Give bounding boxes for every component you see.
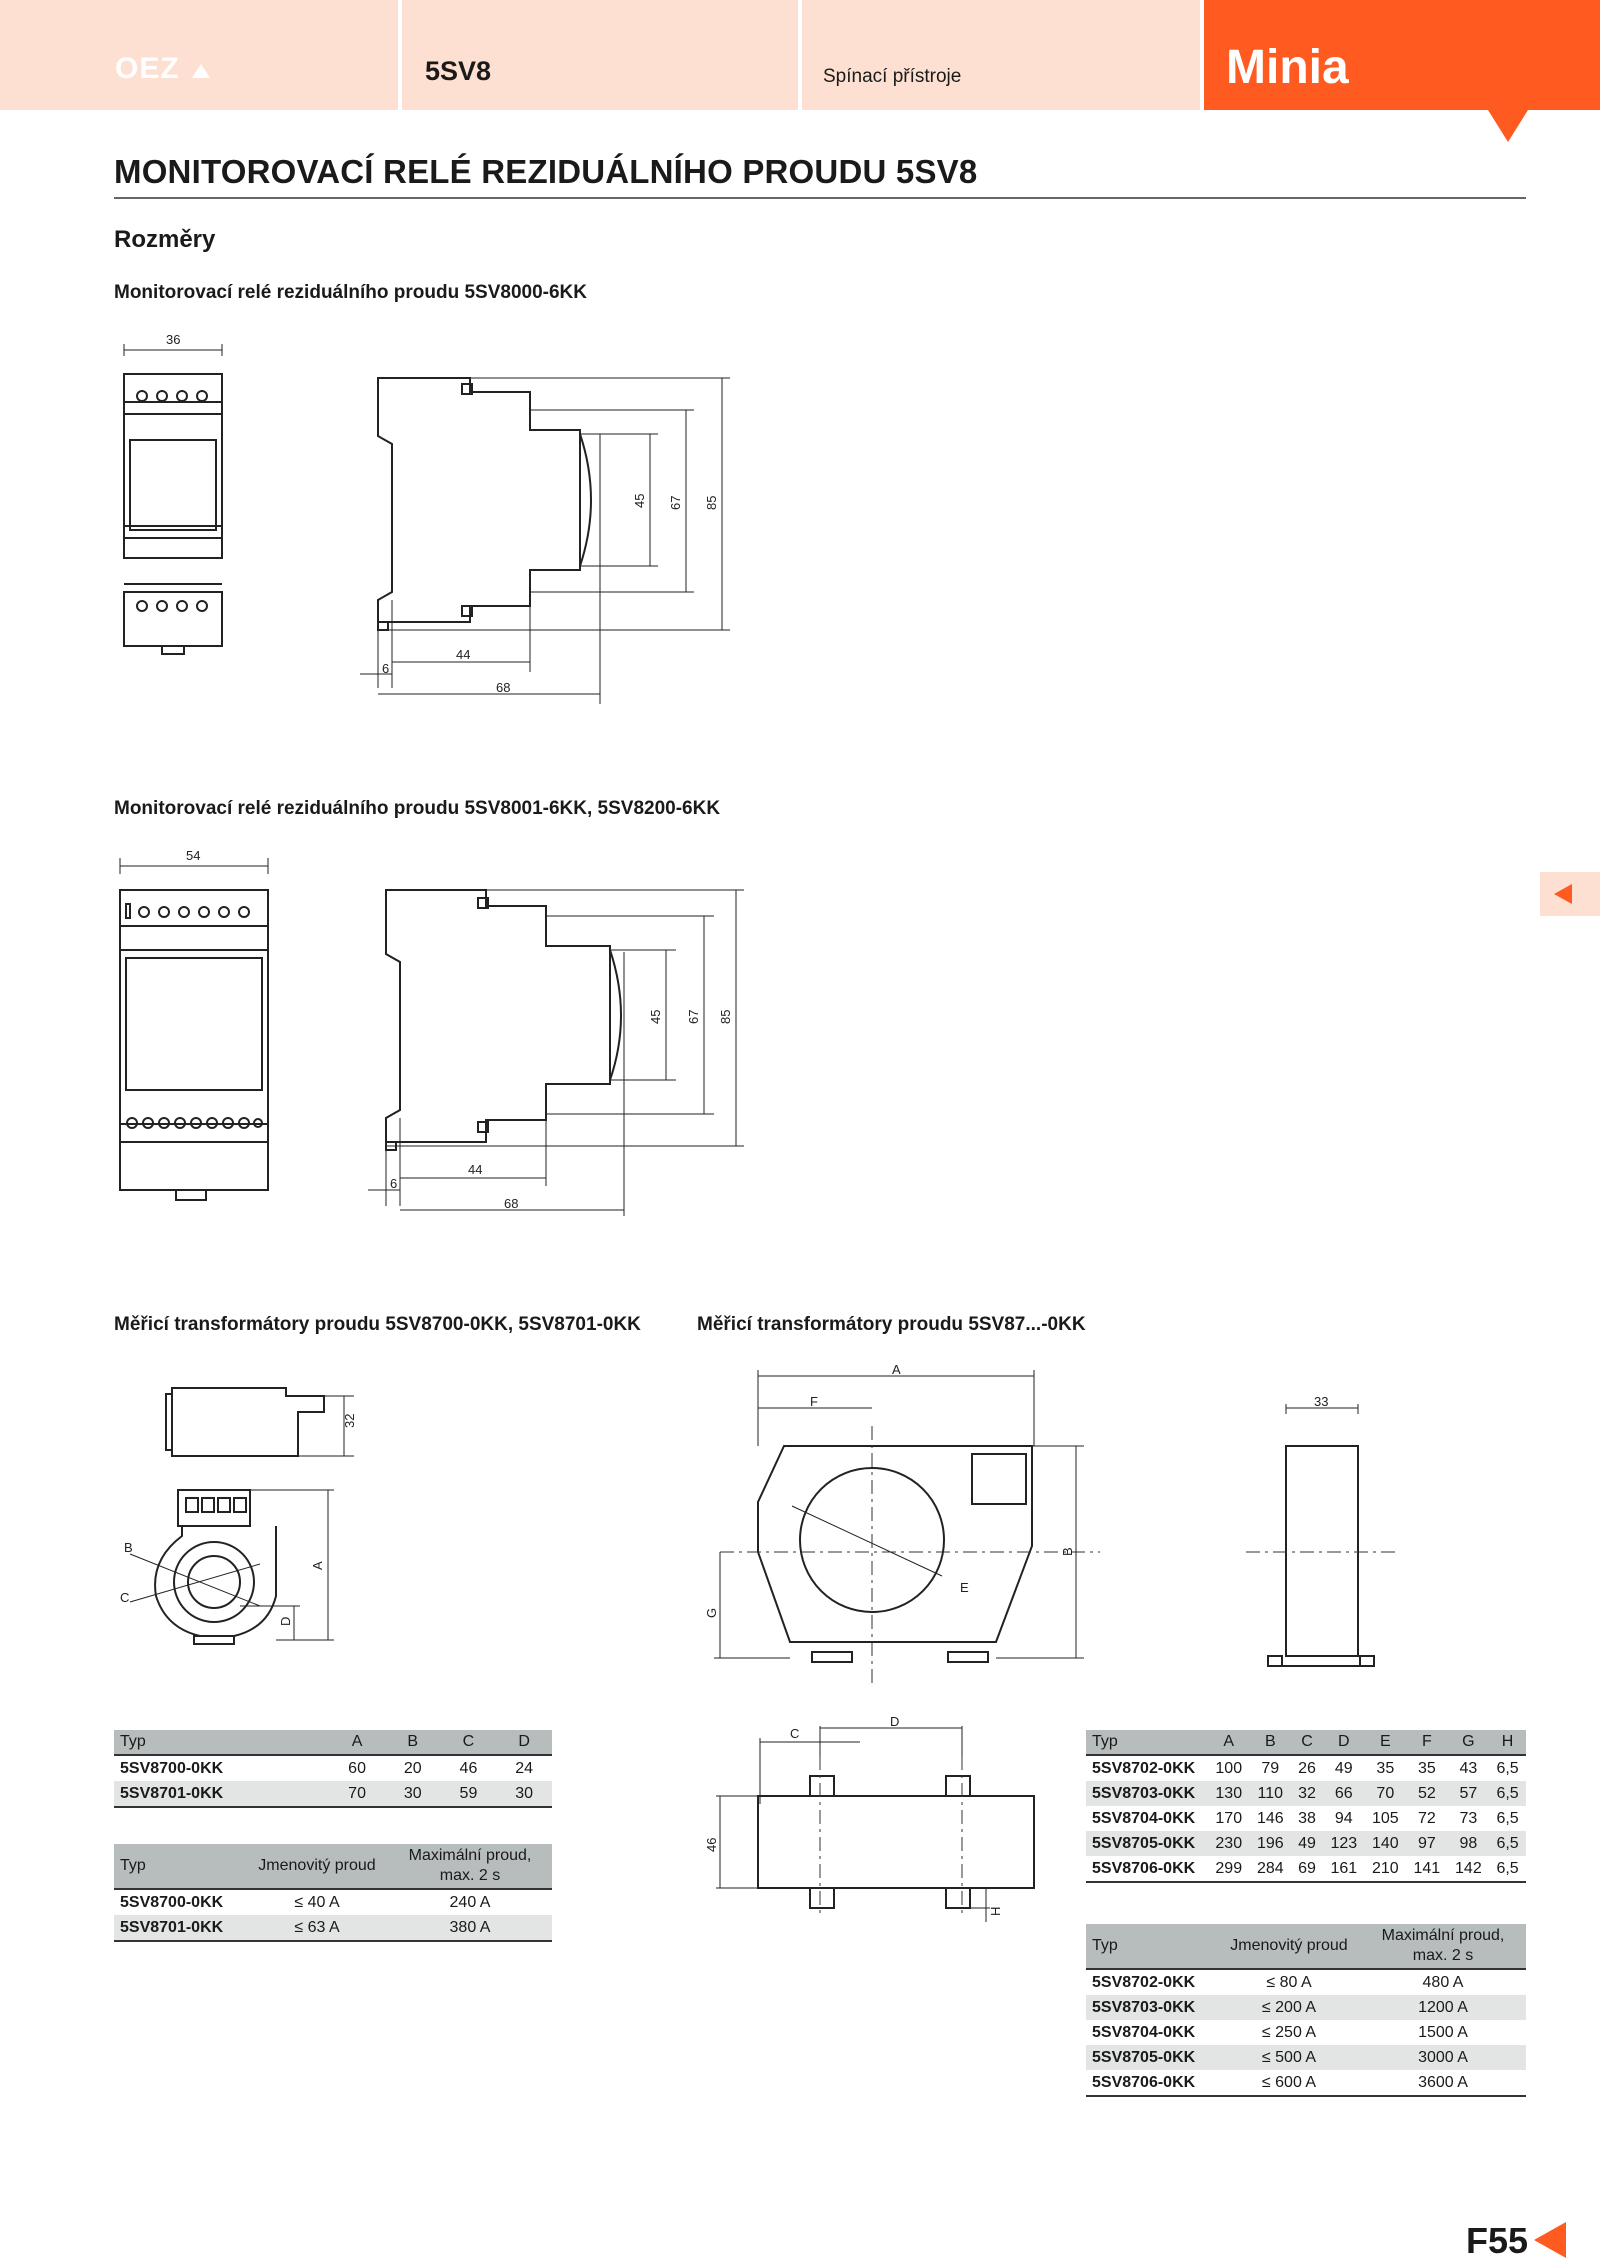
dim-d4-G: G: [704, 1608, 719, 1618]
dim-d2-67: 67: [686, 1010, 701, 1024]
table-row: 5SV8700-0KK 60 20 46 24: [120, 1759, 534, 1777]
dim-d4-33: 33: [1314, 1394, 1328, 1409]
table-header-row: Typ Jmenovitý proud Maximální proud, max…: [1086, 1924, 1526, 1970]
section-heading: Rozměry: [114, 226, 216, 253]
header-brand-cell: [1204, 0, 1600, 110]
header-series: 5SV8: [425, 56, 492, 86]
table-row: 5SV8702-0KK ≤ 80 A 480 A: [1092, 1973, 1464, 1991]
caption-drawing-2: Monitorovací relé reziduálního proudu 5S…: [114, 798, 721, 819]
page-header: OEZ 5SV8 Spínací přístroje Minia: [0, 0, 1600, 142]
dim-d1-67: 67: [668, 496, 683, 510]
oez-logo-triangle-icon: [192, 64, 210, 78]
drawing-5sv8000: 36 45 67 85 6 44 68: [123, 332, 730, 704]
header-series-cell: [402, 0, 798, 110]
caption-drawing-3: Měřicí transformátory proudu 5SV8700-0KK…: [114, 1314, 641, 1335]
dim-d1-width: 36: [166, 332, 180, 347]
side-tab-arrow-icon[interactable]: [1540, 872, 1600, 916]
drawing-5sv87-front: A F E B G 33: [704, 1362, 1400, 1686]
drawing-5sv87-bottom: C D 46 H: [704, 1714, 1035, 1922]
page-number: F55: [1466, 2220, 1529, 2261]
drawing-5sv8700-5sv8701: 32 A D B C: [120, 1387, 357, 1645]
table-header-row: Typ A B C D E F G H: [1086, 1730, 1526, 1756]
drawing-5sv8001-5sv8200: 54 45 67 85 6 44 68: [119, 848, 744, 1216]
oez-logo: OEZ: [115, 52, 180, 85]
dim-d1-45: 45: [632, 494, 647, 508]
table-row: 5SV8704-0KK ≤ 250 A 1500 A: [1092, 2023, 1468, 2041]
dim-d2-68: 68: [504, 1196, 518, 1211]
table-row: 5SV8705-0KK 230 196 49 123 140 97 98 6,5: [1086, 1831, 1526, 1856]
table-row: 5SV8703-0KK ≤ 200 A 1200 A: [1086, 1995, 1526, 2020]
dim-d4-C: C: [790, 1726, 799, 1741]
dim-d2-45: 45: [648, 1010, 663, 1024]
dim-d4-A: A: [892, 1362, 901, 1377]
caption-drawing-4: Měřicí transformátory proudu 5SV87...-0K…: [697, 1314, 1086, 1335]
table-header-row: Typ Jmenovitý proud Maximální proud, max…: [114, 1844, 552, 1890]
table-currents-5sv8700: Typ Jmenovitý proud Maximální proud, max…: [114, 1844, 552, 1942]
table-row: 5SV8701-0KK ≤ 63 A 380 A: [114, 1915, 552, 1942]
dim-d3-B: B: [124, 1540, 133, 1555]
page-title: MONITOROVACÍ RELÉ REZIDUÁLNÍHO PROUDU 5S…: [114, 153, 1526, 199]
header-logo-cell: [0, 0, 398, 110]
caption-drawing-1: Monitorovací relé reziduálního proudu 5S…: [114, 282, 587, 303]
brand-notch-icon: [1488, 110, 1528, 142]
table-row: 5SV8702-0KK 100 79 26 49 35 35 43 6,5: [1092, 1759, 1519, 1777]
dim-d1-68: 68: [496, 680, 510, 695]
dim-d4-H: H: [988, 1907, 1003, 1916]
dim-d2-6: 6: [390, 1176, 397, 1191]
dim-d2-85: 85: [718, 1010, 733, 1024]
dim-d3-32: 32: [342, 1414, 357, 1428]
table-header-row: Typ A B C D: [114, 1730, 552, 1756]
page-arrow-icon[interactable]: [1534, 2222, 1566, 2258]
header-category: Spínací přístroje: [823, 66, 962, 87]
dim-d4-B: B: [1060, 1547, 1075, 1556]
table-row: 5SV8706-0KK 299 284 69 161 210 141 142 6…: [1086, 1856, 1526, 1883]
dim-d1-6: 6: [382, 661, 389, 676]
dim-d4-F: F: [810, 1394, 818, 1409]
header-brand: Minia: [1226, 41, 1349, 94]
header-category-cell: [802, 0, 1200, 110]
table-row: 5SV8701-0KK 70 30 59 30: [114, 1781, 552, 1808]
dim-d4-E: E: [960, 1580, 969, 1595]
table-row: 5SV8705-0KK ≤ 500 A 3000 A: [1086, 2045, 1526, 2070]
dim-d1-85: 85: [704, 496, 719, 510]
dim-d4-46: 46: [704, 1838, 719, 1852]
table-row: 5SV8703-0KK 130 110 32 66 70 52 57 6,5: [1086, 1781, 1526, 1806]
dim-d4-D: D: [890, 1714, 899, 1729]
table-row: 5SV8704-0KK 170 146 38 94 105 72 73 6,5: [1092, 1809, 1519, 1827]
dim-d3-D: D: [278, 1617, 293, 1626]
table-row: 5SV8700-0KK ≤ 40 A 240 A: [120, 1893, 491, 1911]
table-dimensions-5sv87: Typ A B C D E F G H 5SV8702-0KK 100 79 2…: [1086, 1730, 1526, 1883]
dim-d3-A: A: [310, 1561, 325, 1570]
dim-d3-C: C: [120, 1590, 129, 1605]
dim-d2-width: 54: [186, 848, 200, 863]
dim-d2-44: 44: [468, 1162, 482, 1177]
table-row: 5SV8706-0KK ≤ 600 A 3600 A: [1086, 2070, 1526, 2097]
table-currents-5sv87: Typ Jmenovitý proud Maximální proud, max…: [1086, 1924, 1526, 2097]
table-dimensions-5sv8700: Typ A B C D 5SV8700-0KK 60 20 46 24 5SV8…: [114, 1730, 552, 1808]
dim-d1-44: 44: [456, 647, 470, 662]
